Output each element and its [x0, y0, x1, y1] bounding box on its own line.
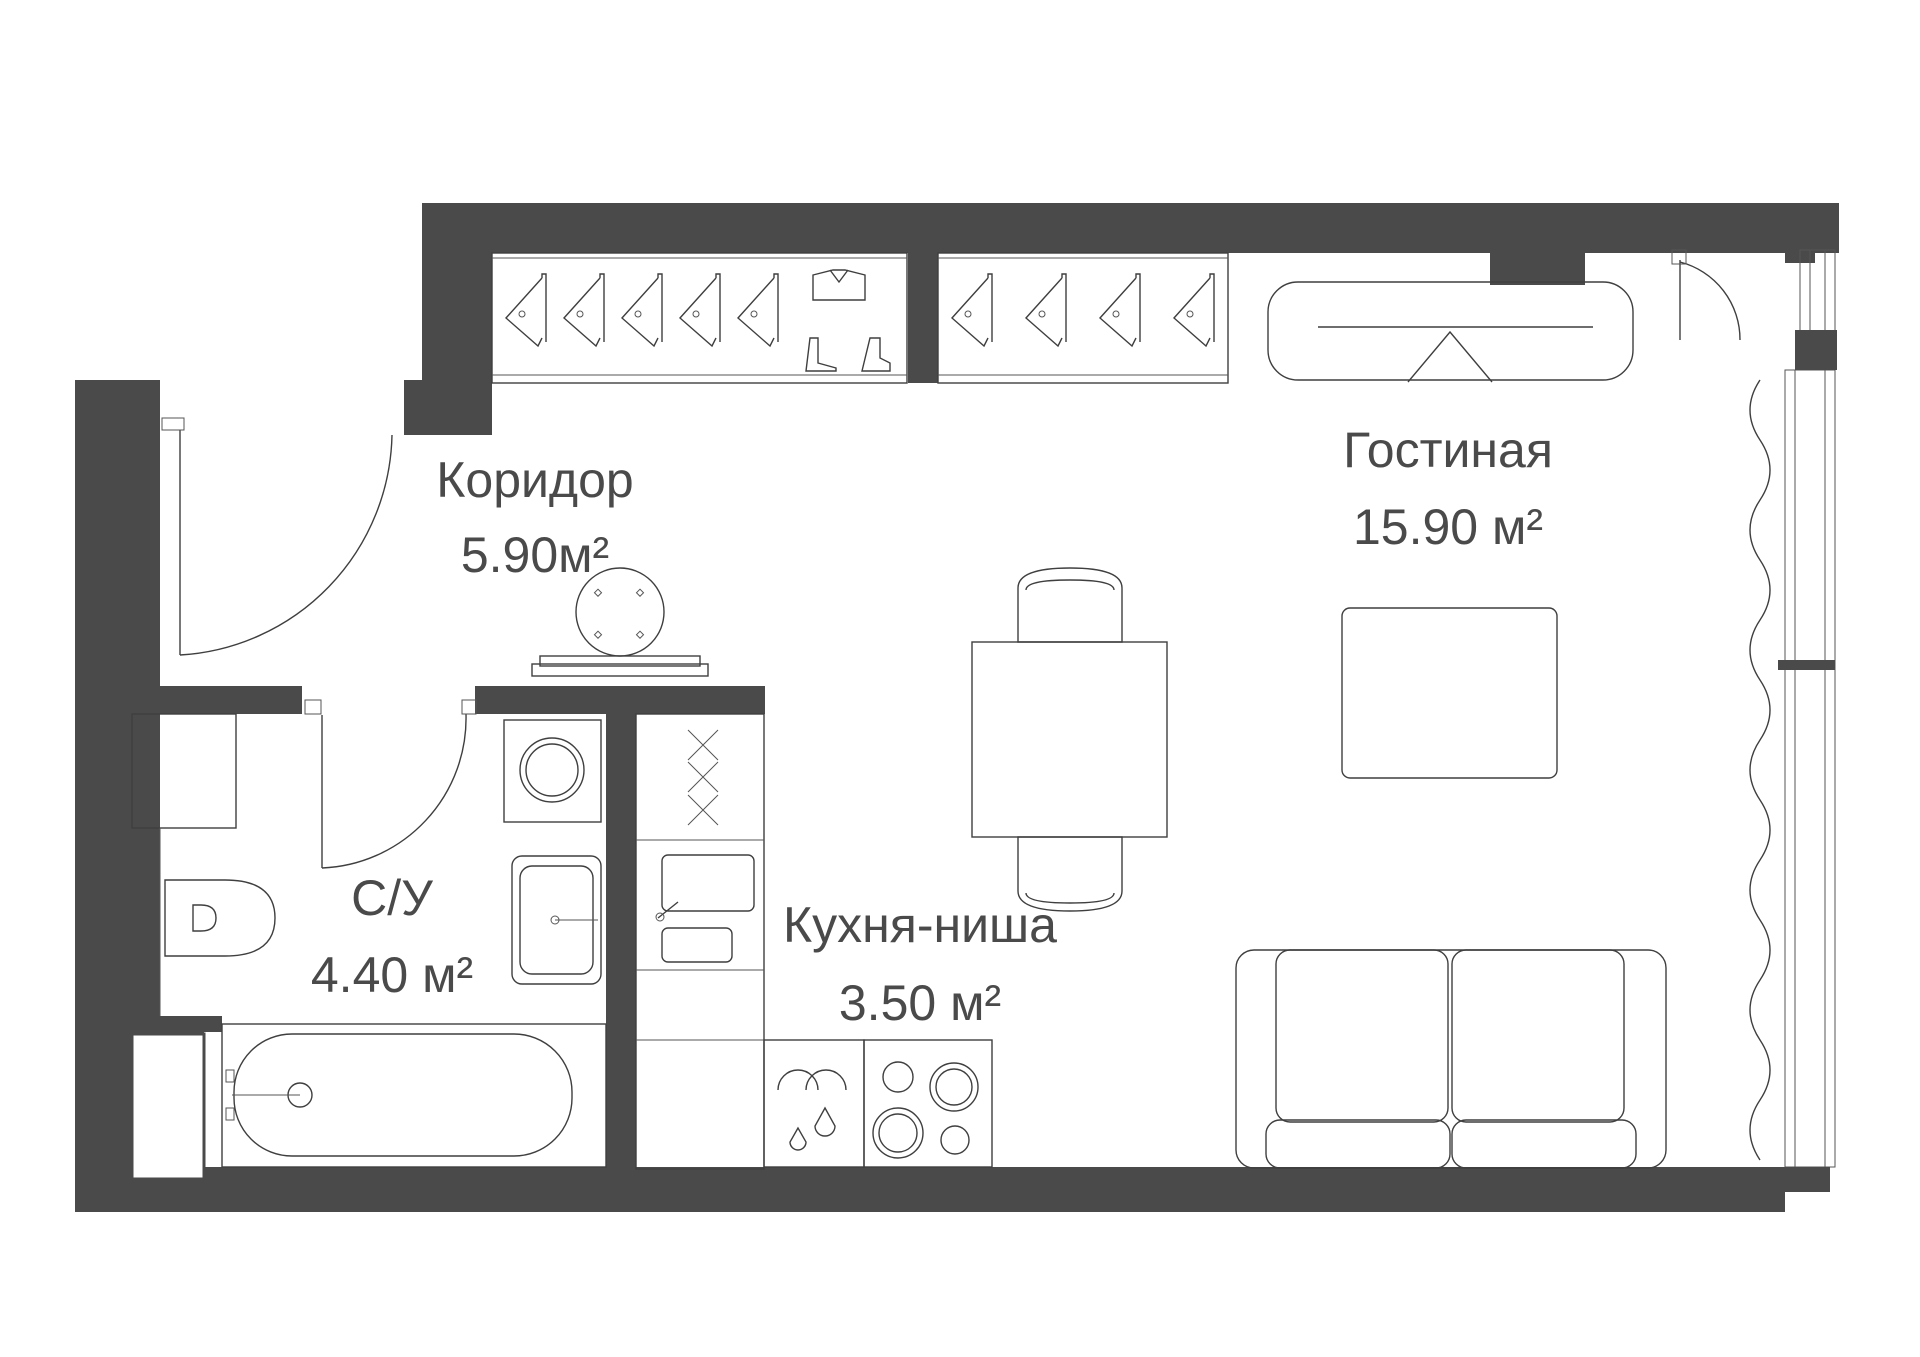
side-table	[531, 567, 709, 677]
hanger-icon	[1099, 273, 1141, 348]
window	[1749, 249, 1837, 1192]
sink-icon	[655, 854, 755, 963]
room-name: Коридор	[436, 452, 633, 508]
hanger-icon	[679, 273, 721, 348]
hanger-icon	[737, 273, 779, 348]
cooktop-icon	[863, 1039, 993, 1168]
sink-icon	[511, 855, 602, 985]
hanger-icon	[563, 273, 605, 348]
room-label-bathroom: С/У 4.40 м²	[311, 870, 473, 1003]
hanger-icon	[621, 273, 663, 348]
room-name: Гостиная	[1343, 422, 1553, 478]
room-label-living: Гостиная 15.90 м²	[1343, 422, 1553, 555]
hanger-icon	[1025, 273, 1067, 348]
washing-machine-icon	[503, 719, 602, 823]
bathtub-icon	[221, 1023, 607, 1168]
stove-burner-icon	[687, 729, 719, 826]
doors	[161, 249, 1741, 869]
room-label-corridor: Коридор 5.90м²	[436, 452, 633, 583]
room-label-kitchen: Кухня-ниша 3.50 м²	[783, 897, 1057, 1031]
room-area: 15.90 м²	[1353, 499, 1543, 555]
coffee-table	[1341, 607, 1558, 779]
room-name: С/У	[351, 870, 433, 926]
dining-table	[971, 641, 1168, 838]
dishwasher-icon	[763, 1039, 865, 1168]
shirt-icon	[812, 269, 866, 301]
hanger-icon	[1173, 273, 1215, 348]
room-area: 4.40 м²	[311, 947, 473, 1003]
chair-icon	[1017, 836, 1123, 912]
walls	[75, 203, 1839, 1212]
kitchen-counter	[635, 713, 765, 1170]
room-area: 3.50 м²	[839, 975, 1001, 1031]
hanger-icon	[505, 273, 547, 348]
room-area: 5.90м²	[461, 527, 609, 583]
tv-console	[1267, 281, 1634, 383]
curtain	[1749, 379, 1771, 1161]
bathroom-cabinet	[131, 713, 237, 1016]
hangers	[505, 273, 1215, 348]
toilet-icon	[164, 879, 276, 957]
hanger-icon	[951, 273, 993, 348]
wardrobe-right	[937, 252, 1229, 384]
chair-icon	[1017, 567, 1123, 643]
wardrobe-left	[491, 252, 908, 384]
boot-icon	[805, 337, 891, 372]
sofa-icon	[1235, 949, 1667, 1169]
room-name: Кухня-ниша	[783, 897, 1057, 953]
